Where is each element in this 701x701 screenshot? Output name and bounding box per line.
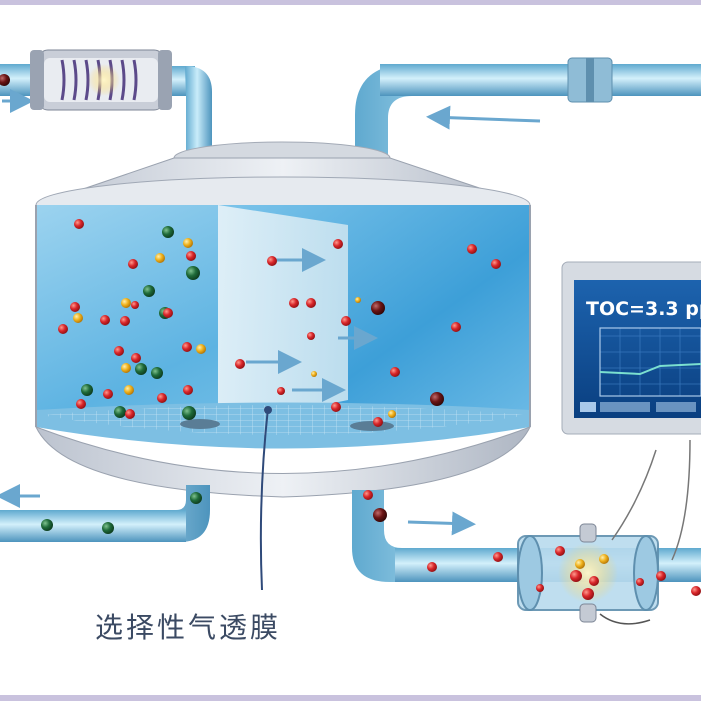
red-molecule bbox=[363, 490, 373, 500]
yellow-molecule bbox=[196, 344, 206, 354]
membrane-caption: 选择性气透膜 bbox=[95, 611, 282, 644]
red-molecule bbox=[183, 385, 193, 395]
outlet-pipe-top bbox=[355, 57, 701, 155]
green-molecule bbox=[81, 384, 93, 396]
caption-leader-line bbox=[259, 407, 269, 591]
red-molecule bbox=[306, 298, 316, 308]
red-molecule bbox=[427, 562, 437, 572]
dark-molecule bbox=[371, 301, 385, 315]
green-molecule bbox=[143, 285, 155, 297]
red-molecule bbox=[333, 239, 343, 249]
red-molecule bbox=[582, 588, 594, 600]
red-molecule bbox=[570, 570, 582, 582]
red-molecule bbox=[120, 316, 130, 326]
red-molecule bbox=[114, 346, 124, 356]
gas-molecules bbox=[41, 219, 701, 600]
red-molecule bbox=[128, 259, 138, 269]
green-molecule bbox=[102, 522, 114, 534]
red-molecule bbox=[331, 402, 341, 412]
red-molecule bbox=[656, 571, 666, 581]
yellow-molecule bbox=[311, 371, 317, 377]
red-molecule bbox=[103, 389, 113, 399]
red-molecule bbox=[536, 584, 544, 592]
sensor-cable bbox=[611, 449, 657, 541]
red-molecule bbox=[131, 353, 141, 363]
yellow-molecule bbox=[73, 313, 83, 323]
red-molecule bbox=[182, 342, 192, 352]
red-molecule bbox=[589, 576, 599, 586]
red-molecule bbox=[186, 251, 196, 261]
yellow-molecule bbox=[183, 238, 193, 248]
monitor-readout: TOC=3.3 ppb bbox=[586, 298, 701, 320]
yellow-molecule bbox=[155, 253, 165, 263]
yellow-molecule bbox=[124, 385, 134, 395]
red-molecule bbox=[307, 332, 315, 340]
dark-molecule bbox=[373, 508, 387, 522]
red-molecule bbox=[467, 244, 477, 254]
red-molecule bbox=[341, 316, 351, 326]
red-molecule bbox=[373, 417, 383, 427]
red-molecule bbox=[131, 301, 139, 309]
red-molecule bbox=[289, 298, 299, 308]
toc-monitor bbox=[561, 261, 701, 435]
yellow-molecule bbox=[121, 298, 131, 308]
red-molecule bbox=[451, 322, 461, 332]
green-molecule bbox=[41, 519, 53, 531]
red-molecule bbox=[70, 302, 80, 312]
red-molecule bbox=[74, 219, 84, 229]
ultraviolet-coil-icon bbox=[30, 49, 172, 111]
flow-arrow-icon bbox=[407, 511, 476, 536]
red-molecule bbox=[267, 256, 277, 266]
bottom-frame-bar bbox=[0, 695, 701, 701]
grid-floor bbox=[40, 405, 528, 435]
green-molecule bbox=[190, 492, 202, 504]
red-molecule bbox=[76, 399, 86, 409]
red-molecule bbox=[157, 393, 167, 403]
red-molecule bbox=[636, 578, 644, 586]
green-molecule bbox=[186, 266, 200, 280]
red-molecule bbox=[555, 546, 565, 556]
yellow-molecule bbox=[121, 363, 131, 373]
green-molecule bbox=[151, 367, 163, 379]
drain-pipe-left bbox=[0, 484, 210, 542]
yellow-molecule bbox=[575, 559, 585, 569]
sensor-cell-icon bbox=[517, 523, 659, 625]
red-molecule bbox=[691, 586, 701, 596]
dark-molecule bbox=[430, 392, 444, 406]
green-molecule bbox=[162, 226, 174, 238]
red-molecule bbox=[100, 315, 110, 325]
red-molecule bbox=[390, 367, 400, 377]
red-molecule bbox=[125, 409, 135, 419]
red-molecule bbox=[493, 552, 503, 562]
green-molecule bbox=[114, 406, 126, 418]
red-molecule bbox=[235, 359, 245, 369]
green-molecule bbox=[182, 406, 196, 420]
red-molecule bbox=[163, 308, 173, 318]
sensor-cable bbox=[671, 439, 691, 561]
leader-dot bbox=[264, 406, 272, 414]
red-molecule bbox=[277, 387, 285, 395]
flow-arrow-icon bbox=[426, 105, 541, 130]
green-molecule bbox=[135, 363, 147, 375]
yellow-molecule bbox=[355, 297, 361, 303]
yellow-molecule bbox=[599, 554, 609, 564]
top-frame-bar bbox=[0, 0, 701, 5]
yellow-molecule bbox=[388, 410, 396, 418]
degassing-vessel bbox=[35, 141, 531, 498]
red-molecule bbox=[58, 324, 68, 334]
red-molecule bbox=[491, 259, 501, 269]
